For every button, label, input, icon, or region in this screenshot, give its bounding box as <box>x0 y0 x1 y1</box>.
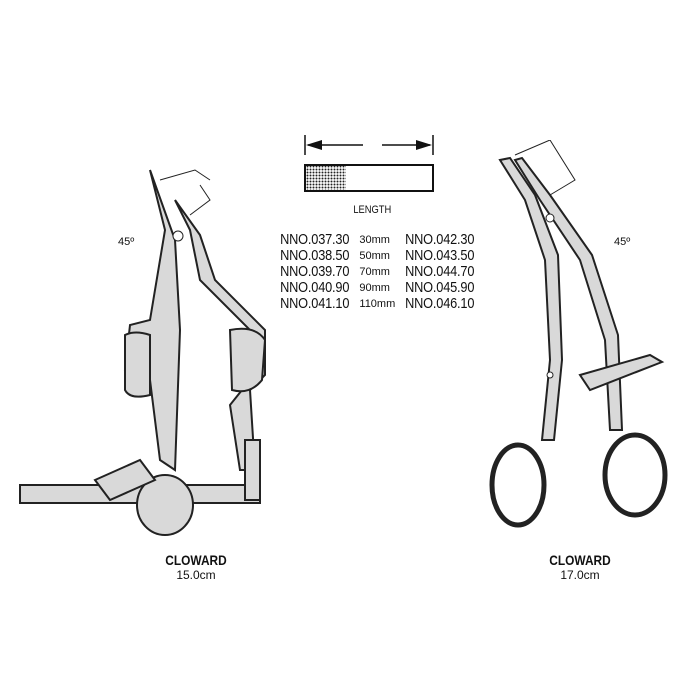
length-value: 90mm <box>359 282 390 294</box>
length-value: 30mm <box>359 234 390 246</box>
right-angle-label: 45º <box>614 236 631 248</box>
length-value: 70mm <box>359 266 390 278</box>
code-left: NNO.040.90 <box>280 279 350 296</box>
table-row: NNO.039.70 70mm NNO.044.70 <box>272 264 483 280</box>
arrow-right-icon <box>416 140 432 150</box>
cloward-retractor-illustration <box>19 169 267 536</box>
table-row: NNO.041.10 110mm NNO.046.10 <box>272 296 483 312</box>
arrow-left-icon <box>306 140 322 150</box>
length-label: LENGTH <box>353 204 392 216</box>
left-instrument-size: 15.0cm <box>176 568 216 582</box>
table-row: NNO.038.50 50mm NNO.043.50 <box>272 248 483 264</box>
length-value: 50mm <box>359 250 390 262</box>
code-right: NNO.045.90 <box>405 279 475 296</box>
left-instrument-name: CLOWARD <box>165 552 227 568</box>
length-value: 110mm <box>359 298 396 310</box>
right-instrument-name: CLOWARD <box>549 552 611 568</box>
code-right: NNO.042.30 <box>405 231 475 248</box>
code-left: NNO.041.10 <box>280 295 350 312</box>
code-right: NNO.044.70 <box>405 263 475 280</box>
left-instrument-caption: CLOWARD 15.0cm <box>136 552 256 582</box>
code-right: NNO.046.10 <box>405 295 475 312</box>
code-right: NNO.043.50 <box>405 247 475 264</box>
right-instrument-size: 17.0cm <box>560 568 600 582</box>
code-left: NNO.037.30 <box>280 231 350 248</box>
cloward-forceps-illustration <box>489 140 668 528</box>
left-angle-label: 45º <box>118 236 135 248</box>
table-row: NNO.040.90 90mm NNO.045.90 <box>272 280 483 296</box>
right-instrument-caption: CLOWARD 17.0cm <box>520 552 640 582</box>
length-diagram <box>304 135 434 192</box>
code-left: NNO.039.70 <box>280 263 350 280</box>
code-left: NNO.038.50 <box>280 247 350 264</box>
table-row: NNO.037.30 30mm NNO.042.30 <box>272 232 483 248</box>
